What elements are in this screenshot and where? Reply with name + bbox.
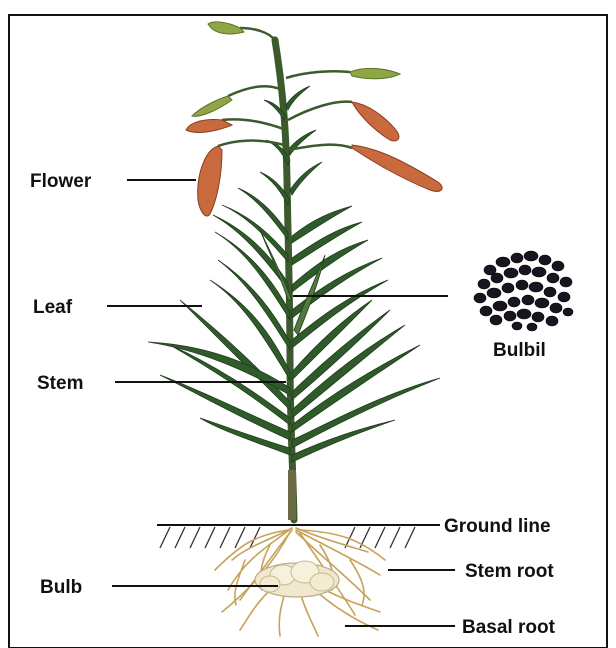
ground-line-label: Ground line [444, 516, 551, 537]
stem-label: Stem [37, 373, 83, 394]
leaf-label: Leaf [33, 297, 73, 318]
bulb-label: Bulb [40, 577, 82, 598]
flower-label: Flower [30, 171, 92, 192]
stem-root-label: Stem root [465, 561, 554, 582]
bulbil-label: Bulbil [493, 340, 546, 361]
flower-buds [192, 22, 400, 116]
bulbil-cluster [474, 251, 573, 331]
basal-root-label: Basal root [462, 617, 556, 638]
